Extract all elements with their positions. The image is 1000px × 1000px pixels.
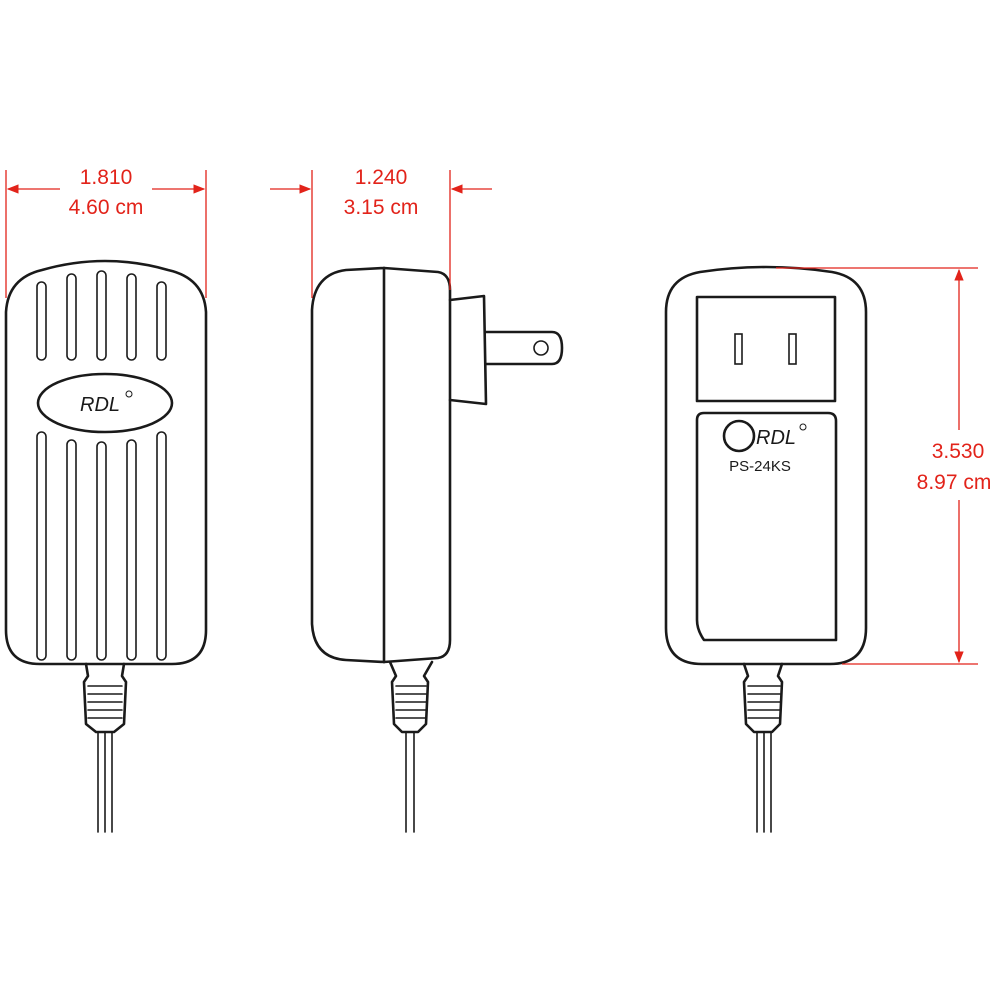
back-logo-text: RDL — [756, 427, 796, 449]
back-cable — [756, 731, 772, 833]
depth-dimension: 1.240 3.15 cm — [270, 166, 492, 298]
back-model-text: PS-24KS — [729, 458, 791, 475]
front-registered-mark — [125, 390, 133, 398]
back-registered-mark — [799, 423, 807, 431]
front-logo-text: RDL — [80, 394, 120, 416]
front-upper-grooves — [36, 270, 167, 361]
front-logo-oval — [36, 372, 174, 434]
front-cable — [97, 731, 113, 833]
width-inches-label: 1.810 — [80, 166, 133, 189]
width-cm-label: 4.60 cm — [69, 196, 144, 219]
side-strain-relief — [388, 660, 434, 734]
back-view: RDL PS-24KS — [664, 265, 868, 833]
depth-cm-label: 3.15 cm — [344, 196, 419, 219]
back-prong-slot-left — [734, 333, 743, 365]
front-body-outline — [4, 259, 208, 666]
height-cm-label: 8.97 cm — [917, 471, 992, 494]
height-dimension: 3.530 8.97 cm — [776, 267, 992, 665]
side-housing-left — [310, 266, 386, 664]
side-housing-right — [382, 266, 452, 664]
front-strain-relief — [82, 662, 128, 734]
width-dimension: 1.810 4.60 cm — [5, 166, 207, 298]
side-plug-base — [448, 294, 488, 406]
back-plug-face — [695, 295, 837, 403]
back-logo-circle — [722, 419, 756, 453]
depth-inches-label: 1.240 — [355, 166, 408, 189]
side-plug-prong — [484, 330, 564, 366]
back-prong-slot-right — [788, 333, 797, 365]
front-view: RDL — [4, 259, 208, 833]
side-prong-hole — [533, 340, 549, 356]
side-view — [310, 266, 564, 833]
back-label-panel — [695, 411, 838, 642]
side-cable — [405, 731, 415, 833]
back-strain-relief — [742, 662, 784, 734]
height-inches-label: 3.530 — [932, 440, 985, 463]
front-lower-grooves — [36, 431, 167, 661]
